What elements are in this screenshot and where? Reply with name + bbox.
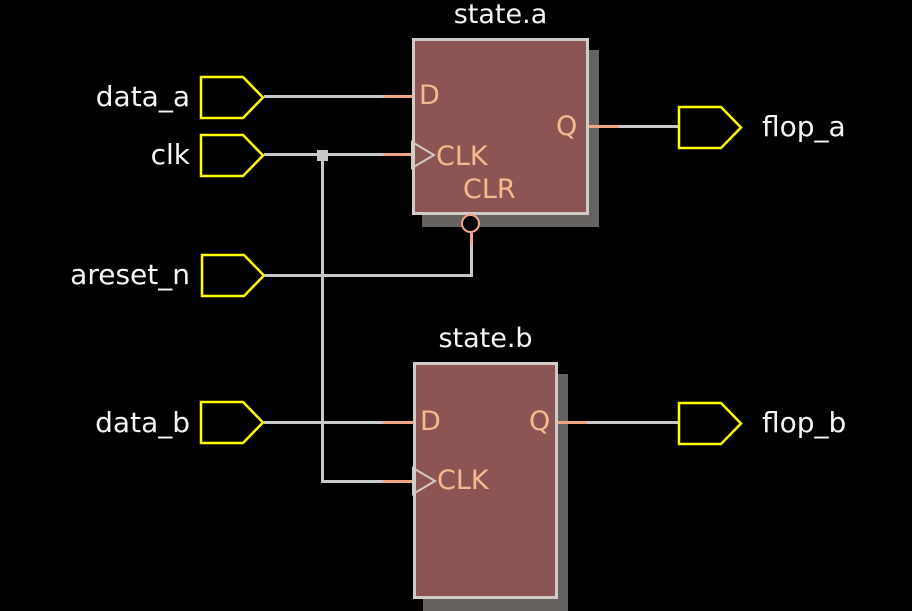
input-port-data-b[interactable]	[199, 400, 266, 445]
net-clk-to-flop-b[interactable]	[322, 480, 383, 483]
net-areset-n-stub[interactable]	[470, 233, 473, 244]
port-label-flop-a: flop_a	[762, 110, 846, 143]
port-label-flop-b: flop_b	[762, 406, 847, 439]
flop-a-pin-clr: CLR	[463, 174, 516, 205]
flop-instance-state-a[interactable]	[412, 38, 589, 215]
net-areset-n-vertical[interactable]	[470, 244, 473, 277]
net-data-a[interactable]	[264, 95, 384, 98]
net-clk-vertical[interactable]	[321, 153, 324, 483]
flop-a-pin-d: D	[419, 80, 440, 111]
output-port-flop-b[interactable]	[677, 401, 744, 446]
clr-active-low-bubble-icon	[461, 214, 480, 233]
net-flop-b-stub[interactable]	[558, 421, 587, 424]
net-areset-n-horizontal[interactable]	[265, 274, 473, 277]
input-port-areset-n[interactable]	[200, 253, 267, 298]
clock-edge-icon	[411, 140, 436, 170]
input-port-data-a[interactable]	[199, 75, 266, 120]
net-flop-a-stub[interactable]	[589, 125, 619, 128]
port-label-data-a: data_a	[95, 80, 190, 113]
net-clk-junction[interactable]	[317, 150, 328, 161]
net-data-b[interactable]	[264, 421, 384, 424]
flop-b-pin-clk: CLK	[437, 465, 489, 496]
net-flop-b[interactable]	[587, 421, 678, 424]
net-data-a-stub[interactable]	[383, 95, 413, 98]
flop-a-pin-clk: CLK	[436, 141, 488, 172]
port-label-areset-n: areset_n	[70, 258, 190, 291]
flop-b-pin-d: D	[420, 406, 441, 437]
net-flop-a[interactable]	[619, 125, 678, 128]
flop-a-title: state.a	[453, 0, 548, 30]
input-port-clk[interactable]	[199, 133, 266, 178]
flop-b-title: state.b	[438, 323, 533, 354]
net-clk-stub-b[interactable]	[383, 480, 414, 483]
port-label-data-b: data_b	[95, 406, 190, 439]
flop-instance-state-b[interactable]	[413, 362, 558, 599]
flop-b-pin-q: Q	[529, 406, 551, 437]
flop-a-pin-q: Q	[556, 111, 578, 142]
clock-edge-icon	[412, 466, 437, 496]
port-label-clk: clk	[150, 138, 190, 171]
net-data-b-stub[interactable]	[383, 421, 414, 424]
output-port-flop-a[interactable]	[677, 105, 744, 150]
net-clk-stub-a[interactable]	[383, 153, 413, 156]
